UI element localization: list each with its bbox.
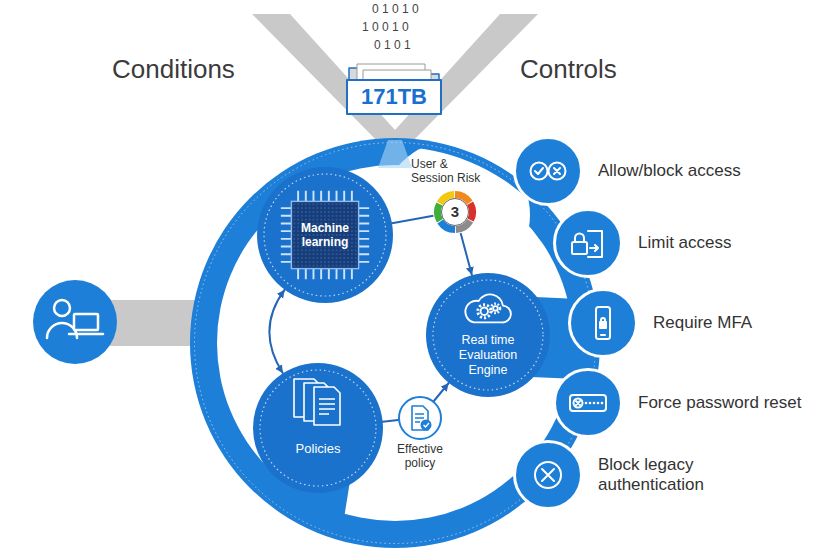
control-circle-icon	[570, 395, 606, 411]
risk-text: 3	[433, 203, 477, 221]
control-circle-icon	[535, 462, 561, 488]
flow-connector	[434, 383, 449, 401]
policies-label: Policies	[253, 441, 383, 457]
control-circle-outline	[515, 442, 582, 509]
data-folder-outline	[347, 80, 441, 114]
control-circle-shape	[553, 368, 623, 438]
control-circle: Force password reset	[553, 368, 623, 438]
policies-circle-icon	[294, 379, 340, 425]
evaluation-engine-icon	[465, 294, 511, 322]
control-label: Allow/block access	[598, 161, 741, 181]
control-circle-outline	[555, 370, 622, 437]
section-heading: Controls	[520, 54, 617, 85]
binary-digits: 0 1 0 1 0	[372, 2, 419, 16]
control-label: Force password reset	[638, 393, 801, 413]
light-beam	[378, 140, 412, 168]
effective-policy-shape	[398, 396, 442, 440]
control-circle-shape	[553, 208, 623, 278]
evaluation-engine: Real time Evaluation Engine	[426, 273, 550, 397]
control-circle-shape	[513, 440, 583, 510]
binary-digits: 0 1 0 1	[374, 38, 411, 52]
user-icon	[47, 300, 103, 338]
data-funnel	[252, 14, 538, 150]
effective-policy-icon	[412, 406, 432, 431]
effective-label: Effective policy	[388, 442, 452, 471]
engine-label: Real time Evaluation Engine	[450, 333, 526, 378]
control-circle-icon	[596, 307, 610, 339]
ml-circle-icon	[281, 191, 369, 279]
effective-policy-outline	[399, 397, 441, 439]
flow-connector	[383, 420, 398, 422]
control-circle-outline	[515, 138, 582, 205]
control-circle-outline	[570, 290, 637, 357]
section-heading: Conditions	[112, 54, 235, 85]
data-size: 171TB	[347, 84, 441, 110]
data-folder: 171TB	[345, 60, 443, 116]
effective-policy: Effective policy	[398, 396, 442, 440]
control-circle-shape	[568, 288, 638, 358]
ml-circle: Machine learning	[257, 167, 393, 303]
dotted-ring	[260, 370, 376, 486]
control-label: Block legacy authentication	[598, 455, 723, 496]
control-circle: Allow/block access	[513, 136, 583, 206]
control-label: Require MFA	[653, 313, 752, 333]
control-circle-icon	[531, 163, 566, 180]
risk-gauge-icon	[431, 188, 479, 236]
flow-connector	[392, 216, 433, 223]
main-ring	[190, 138, 600, 548]
control-circle: Limit access	[553, 208, 623, 278]
ml-circle-outline	[257, 167, 393, 303]
policies-circle: Policies	[253, 363, 383, 493]
control-circle-outline	[555, 210, 622, 277]
user-circle	[33, 280, 117, 364]
control-circle: Block legacy authentication	[513, 440, 583, 510]
flow-connector	[269, 290, 284, 374]
risk-text: User & Session Risk	[411, 157, 487, 186]
risk-gauge: User & Session Risk3	[433, 190, 477, 234]
evaluation-engine-outline	[426, 273, 550, 397]
flow-connector	[461, 233, 472, 275]
control-label: Limit access	[638, 233, 732, 253]
control-circle-icon	[572, 231, 602, 257]
control-circle: Require MFA	[568, 288, 638, 358]
control-circle-shape	[513, 136, 583, 206]
policies-circle-shape	[253, 363, 383, 493]
dotted-ring	[433, 280, 543, 390]
dotted-ring	[264, 174, 386, 296]
ml-label: Machine learning	[292, 221, 358, 250]
binary-digits: 1 0 0 1 0	[362, 20, 409, 34]
policies-circle-outline	[253, 363, 383, 493]
